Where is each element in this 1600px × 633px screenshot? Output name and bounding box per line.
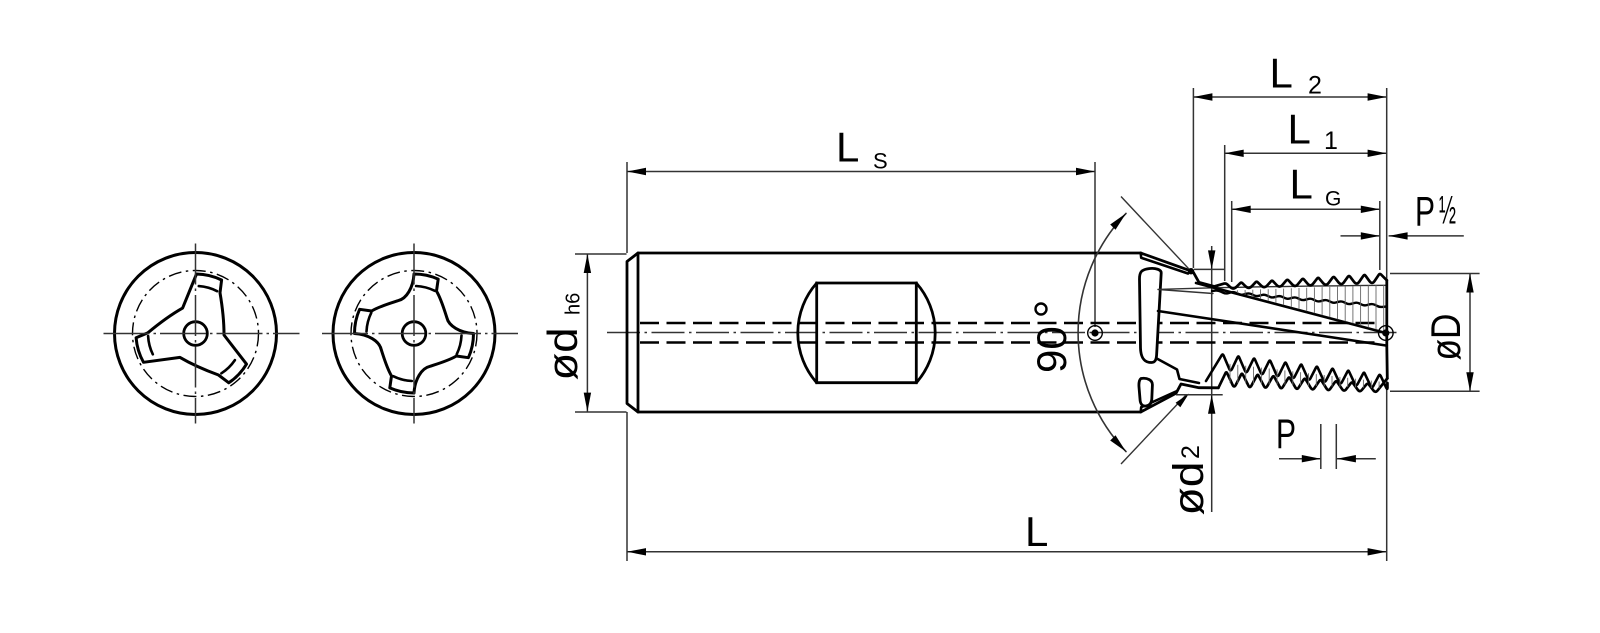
svg-text:L: L [1288, 106, 1311, 153]
svg-text:½: ½ [1439, 189, 1456, 233]
svg-text:2: 2 [1177, 445, 1205, 459]
svg-text:L: L [1270, 50, 1293, 97]
svg-text:P: P [1415, 187, 1435, 234]
svg-text:L: L [836, 124, 859, 171]
svg-text:S: S [873, 149, 888, 174]
svg-text:ød: ød [1165, 462, 1213, 516]
svg-text:L: L [1025, 508, 1048, 555]
svg-text:1: 1 [1324, 127, 1338, 155]
svg-text:P: P [1276, 410, 1296, 457]
svg-text:L: L [1290, 161, 1313, 208]
svg-text:90: 90 [1028, 326, 1075, 373]
svg-text:G: G [1325, 188, 1341, 211]
svg-text:2: 2 [1308, 72, 1322, 100]
svg-text:øD: øD [1422, 314, 1469, 361]
svg-text:ød: ød [539, 328, 586, 381]
svg-text:h6: h6 [563, 293, 585, 315]
